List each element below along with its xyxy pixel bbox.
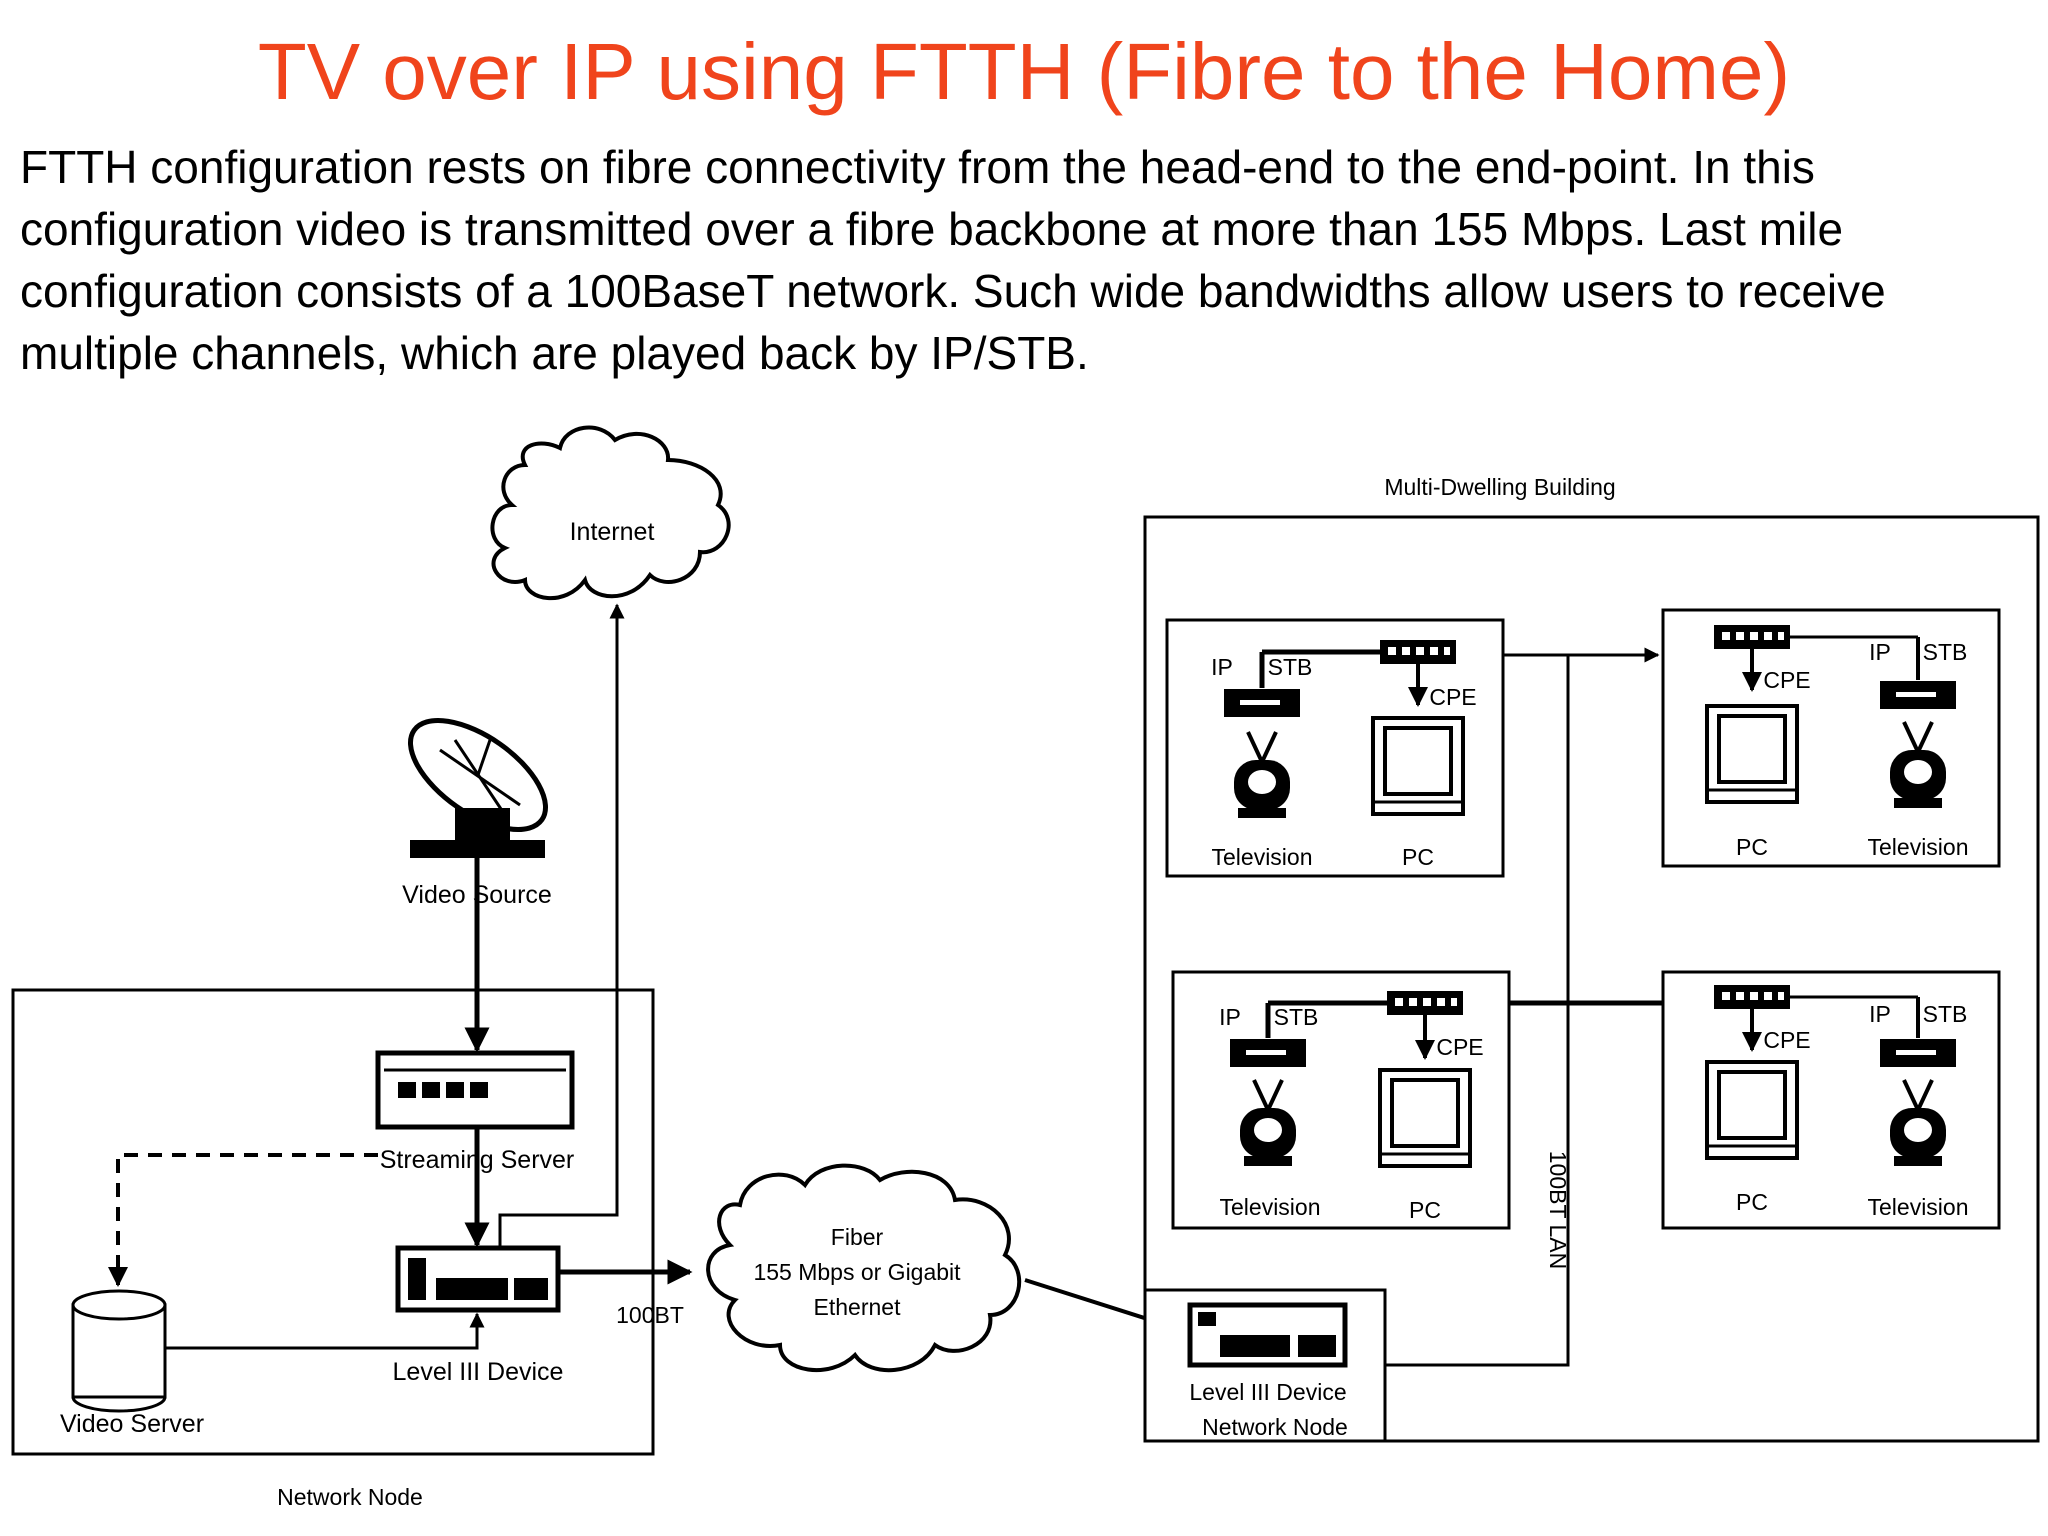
lan-label: 100BT LAN xyxy=(1545,1151,1571,1269)
link-streaming-to-videoserver-dashed xyxy=(108,1153,378,1287)
unit2-cpe-label: CPE xyxy=(1763,667,1810,693)
lan-backbone-line xyxy=(1385,655,1570,1367)
unit2-tv-label: Television xyxy=(1868,834,1969,860)
unit2-stb-label: STB xyxy=(1923,639,1968,665)
building-node-line1: Level III Device xyxy=(1189,1379,1346,1405)
unit3-ip-label: IP xyxy=(1219,1004,1241,1030)
stb-icon xyxy=(1224,689,1300,717)
pc-icon xyxy=(1378,1068,1472,1168)
level3-device-label: Level III Device xyxy=(393,1358,564,1386)
unit3-pc-label: PC xyxy=(1409,1197,1441,1223)
building-box xyxy=(1143,515,2040,1443)
unit4-pc-label: PC xyxy=(1736,1189,1768,1215)
unit4-cpe-label: CPE xyxy=(1763,1027,1810,1053)
internet-label: Internet xyxy=(570,518,655,546)
unit4-stb-label: STB xyxy=(1923,1001,1968,1027)
network-node-label: Network Node xyxy=(277,1484,423,1510)
streaming-server-icon xyxy=(375,1050,575,1130)
dwelling-unit-3: IP STB CPE Television PC xyxy=(1171,970,1511,1230)
stb-icon xyxy=(1880,681,1956,709)
unit1-pc-label: PC xyxy=(1402,844,1434,870)
building-level3-device-icon xyxy=(1187,1302,1348,1368)
link-100bt-label: 100BT xyxy=(616,1302,684,1328)
dwelling-unit-4: IP STB CPE PC Television xyxy=(1661,970,2001,1230)
fiber-cloud-line3: Ethernet xyxy=(814,1294,902,1320)
unit1-stb-label: STB xyxy=(1268,654,1313,680)
pc-icon xyxy=(1705,704,1799,804)
pc-icon xyxy=(1705,1060,1799,1160)
link-level3-to-internet xyxy=(498,603,625,1248)
video-server-label: Video Server xyxy=(60,1410,204,1438)
cpe-icon xyxy=(1714,625,1790,649)
unit3-stb-label: STB xyxy=(1274,1004,1319,1030)
building-label: Multi-Dwelling Building xyxy=(1384,474,1615,500)
internet-cloud xyxy=(490,425,731,600)
fiber-cloud xyxy=(706,1163,1022,1373)
cpe-icon xyxy=(1387,991,1463,1015)
unit3-cpe-label: CPE xyxy=(1436,1034,1483,1060)
dwelling-unit-1: IP STB CPE Television PC xyxy=(1165,618,1505,878)
unit3-tv-label: Television xyxy=(1220,1194,1321,1220)
network-node-box xyxy=(11,988,655,1456)
slide-title: TV over IP using FTTH (Fibre to the Home… xyxy=(257,27,1791,116)
pc-icon xyxy=(1371,716,1465,816)
fiber-cloud-line2: 155 Mbps or Gigabit xyxy=(753,1259,961,1285)
dwelling-unit-2: IP STB CPE PC Television xyxy=(1661,608,2001,868)
cpe-icon xyxy=(1714,985,1790,1009)
unit4-ip-label: IP xyxy=(1869,1001,1891,1027)
video-server-icon xyxy=(71,1289,167,1413)
building-node-line2: Network Node xyxy=(1202,1414,1348,1440)
unit1-cpe-label: CPE xyxy=(1429,684,1476,710)
slide-body-text: FTTH configuration rests on fibre connec… xyxy=(20,141,1886,379)
stb-icon xyxy=(1880,1039,1956,1067)
level3-device-icon xyxy=(395,1245,561,1313)
satellite-dish-icon xyxy=(407,717,549,858)
cpe-icon xyxy=(1380,640,1456,664)
unit2-ip-label: IP xyxy=(1869,639,1891,665)
unit1-tv-label: Television xyxy=(1212,844,1313,870)
stb-icon xyxy=(1230,1039,1306,1067)
link-videoserver-to-level3 xyxy=(165,1312,485,1350)
fiber-cloud-line1: Fiber xyxy=(831,1224,884,1250)
unit2-pc-label: PC xyxy=(1736,834,1768,860)
unit1-ip-label: IP xyxy=(1211,654,1233,680)
unit4-tv-label: Television xyxy=(1868,1194,1969,1220)
